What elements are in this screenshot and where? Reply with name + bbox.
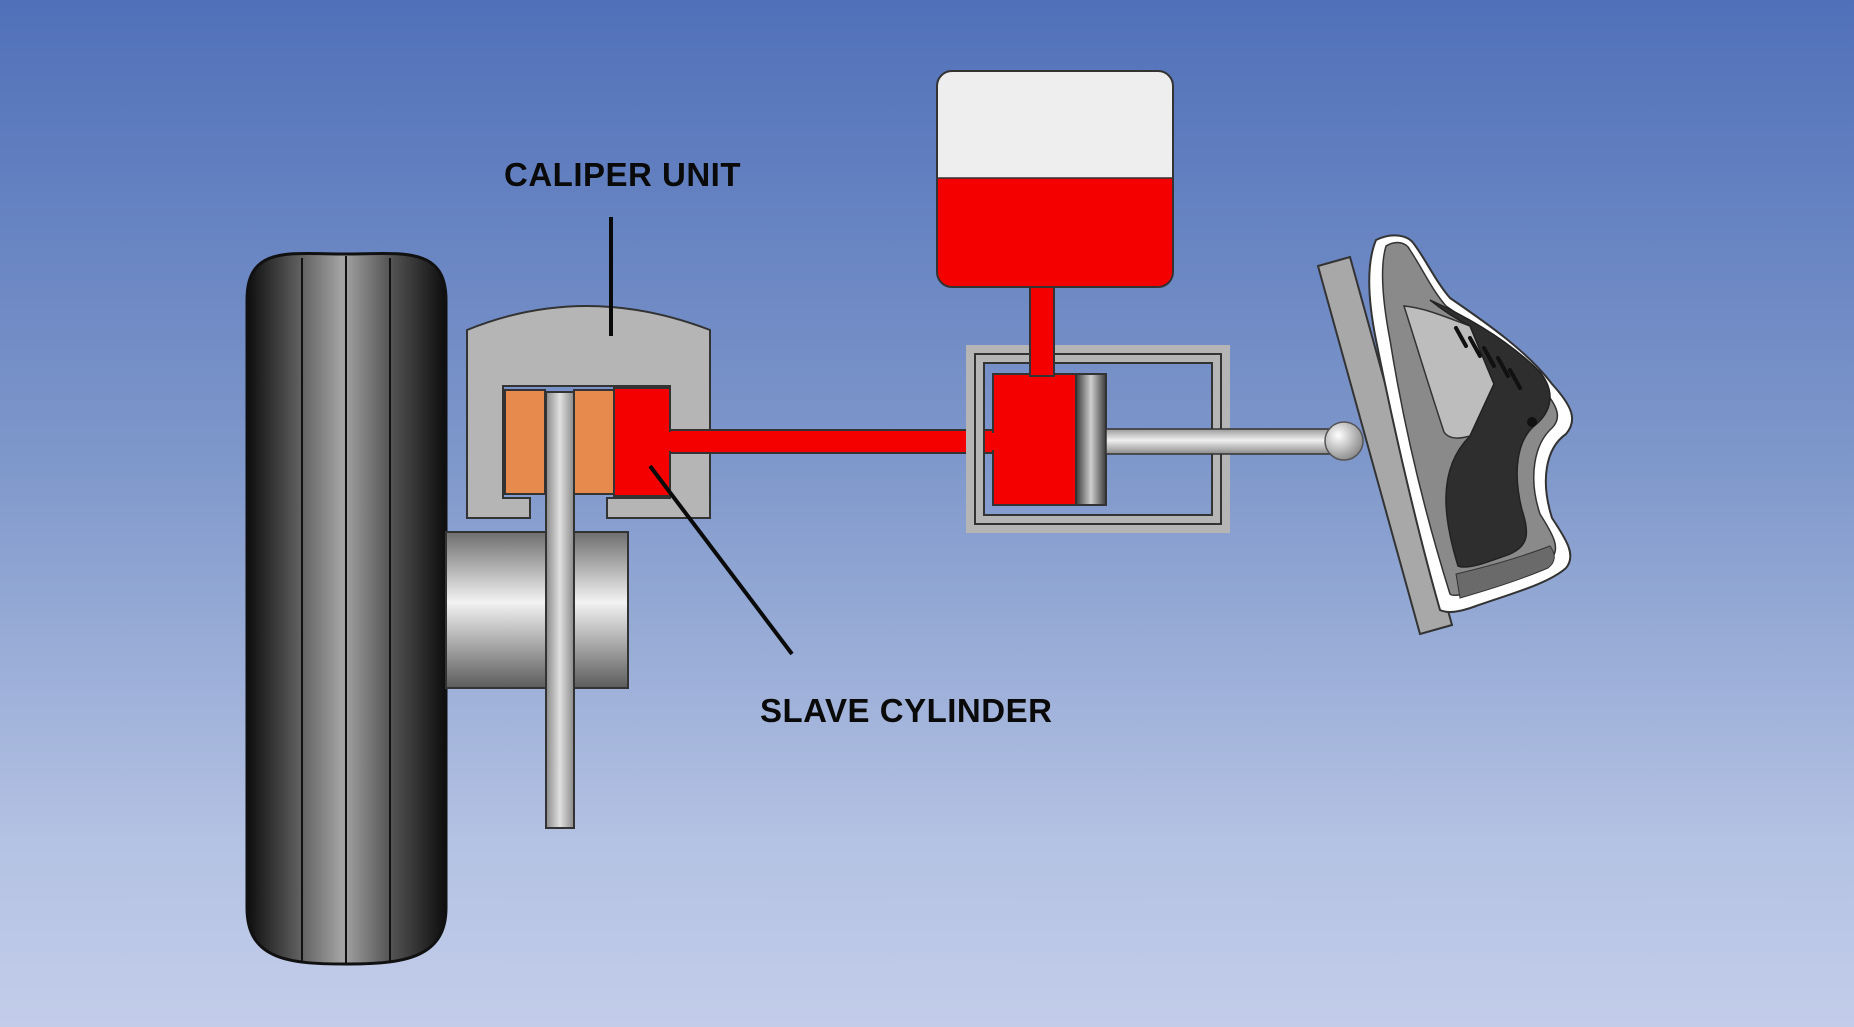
push-rod — [1105, 428, 1339, 455]
slave-cylinder-leader — [648, 464, 794, 656]
caliper-unit-label: CALIPER UNIT — [504, 156, 741, 193]
slave-cylinder-label: SLAVE CYLINDER — [760, 692, 1053, 729]
master-cylinder-fluid — [992, 373, 1077, 506]
brake-line — [669, 429, 996, 454]
wheel-hub-icon — [445, 531, 629, 689]
brake-disc-icon — [545, 391, 575, 829]
tire-icon — [245, 251, 448, 966]
brake-pedal-icon — [1316, 255, 1454, 636]
master-cylinder-icon — [966, 345, 1230, 533]
shoe-icon — [1368, 234, 1574, 614]
brake-pad-inner — [504, 389, 546, 495]
master-cylinder-piston — [1075, 373, 1107, 506]
push-rod-ball — [1324, 421, 1364, 461]
caliper-body — [466, 305, 711, 519]
reservoir-feed-pipe — [1029, 281, 1055, 377]
fluid-reservoir-icon — [936, 70, 1174, 288]
brake-pad-outer — [573, 389, 615, 495]
